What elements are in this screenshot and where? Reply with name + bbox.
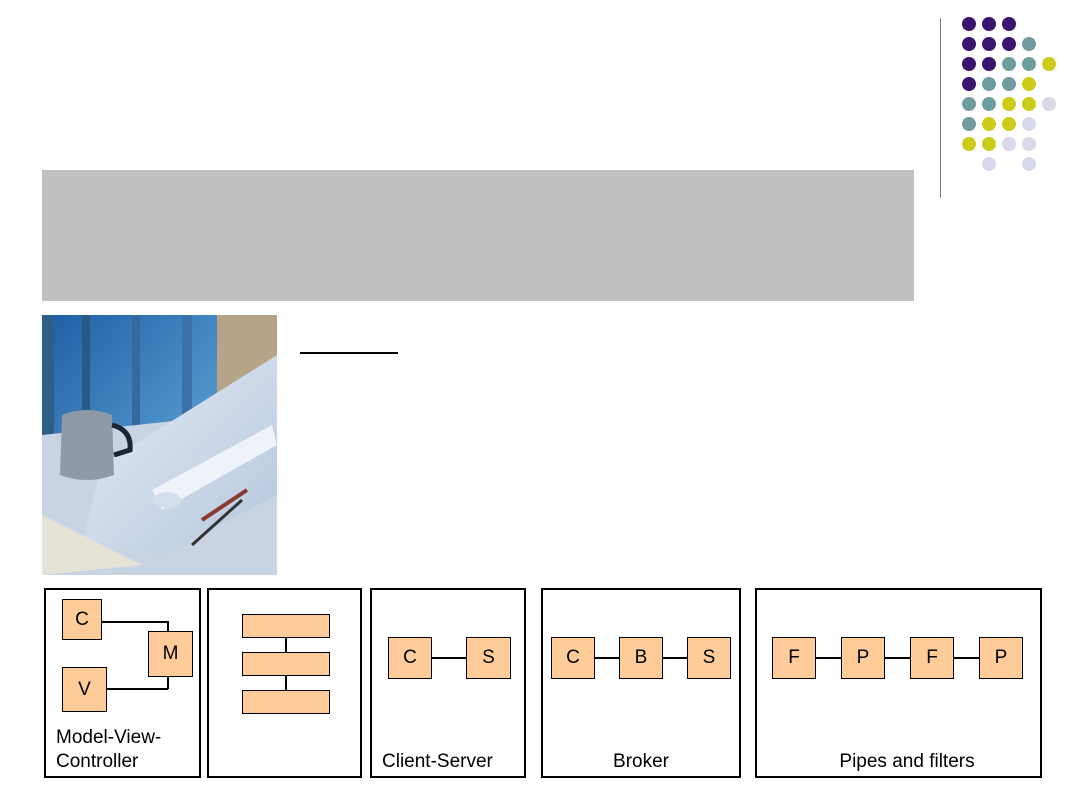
divider-line (940, 18, 941, 198)
decorative-dot (1002, 17, 1016, 31)
connector (816, 657, 842, 659)
decorative-dot (982, 77, 996, 91)
layer-box-middle (242, 652, 330, 676)
controller-box: C (62, 599, 102, 640)
connector (431, 657, 467, 659)
decorative-dot (982, 97, 996, 111)
server-box: S (466, 637, 511, 679)
layer-box-bottom (242, 690, 330, 714)
decorative-dot (1022, 117, 1036, 131)
connector (663, 657, 689, 659)
broker-caption: Broker (613, 751, 669, 772)
broker-server-box: S (687, 637, 731, 679)
decorative-dot (1002, 37, 1016, 51)
pipes-filters-panel: F P F P Pipes and filters (755, 588, 1042, 778)
decorative-dot (1042, 57, 1056, 71)
decorative-dot (982, 17, 996, 31)
decorative-dot (1022, 97, 1036, 111)
connector (285, 634, 287, 654)
decorative-dot (962, 37, 976, 51)
client-server-caption: Client-Server (382, 751, 493, 772)
pipe-box-1: P (841, 637, 885, 679)
connector (102, 621, 168, 623)
connector (595, 657, 621, 659)
decorative-dot (1042, 97, 1056, 111)
connector (107, 688, 168, 690)
model-box: M (148, 631, 193, 677)
mvc-caption-line1: Model-View- (56, 727, 162, 748)
decorative-dot (1002, 137, 1016, 151)
blueprint-photo (42, 315, 277, 575)
broker-box: B (619, 637, 663, 679)
decorative-dot (982, 117, 996, 131)
pipe-box-2: P (979, 637, 1023, 679)
decorative-dot (962, 17, 976, 31)
decorative-dot (982, 157, 996, 171)
client-box: C (388, 637, 432, 679)
connector (885, 657, 911, 659)
layer-box-top (242, 614, 330, 638)
decorative-dot (982, 137, 996, 151)
decorative-dot (1022, 57, 1036, 71)
decorative-dot (962, 97, 976, 111)
decorative-dot (1002, 77, 1016, 91)
decorative-dot (1022, 77, 1036, 91)
pipes-filters-caption: Pipes and filters (839, 751, 975, 772)
connector (167, 676, 169, 689)
decorative-dot (962, 117, 976, 131)
filter-box-2: F (910, 637, 954, 679)
connector (167, 621, 169, 633)
decorative-dot (962, 137, 976, 151)
decorative-dot (1022, 157, 1036, 171)
decorative-dot (1002, 97, 1016, 111)
decorative-dot (962, 77, 976, 91)
decorative-dot (982, 57, 996, 71)
mvc-caption-line2: Controller (56, 751, 139, 772)
decorative-dot (1022, 137, 1036, 151)
decorative-dot (1002, 57, 1016, 71)
broker-client-box: C (551, 637, 595, 679)
decorative-dot (1002, 117, 1016, 131)
connector (285, 672, 287, 692)
broker-panel: C B S Broker (541, 588, 741, 778)
view-box: V (62, 667, 107, 712)
connector (954, 657, 980, 659)
client-server-panel: C S Client-Server (370, 588, 526, 778)
heading-underline (300, 352, 398, 354)
mvc-panel: C M V Model-View- Controller (44, 588, 201, 778)
title-band (42, 170, 914, 301)
layers-panel (207, 588, 362, 778)
decorative-dot (1022, 37, 1036, 51)
filter-box-1: F (772, 637, 816, 679)
decorative-dot (982, 37, 996, 51)
decorative-dot (962, 57, 976, 71)
